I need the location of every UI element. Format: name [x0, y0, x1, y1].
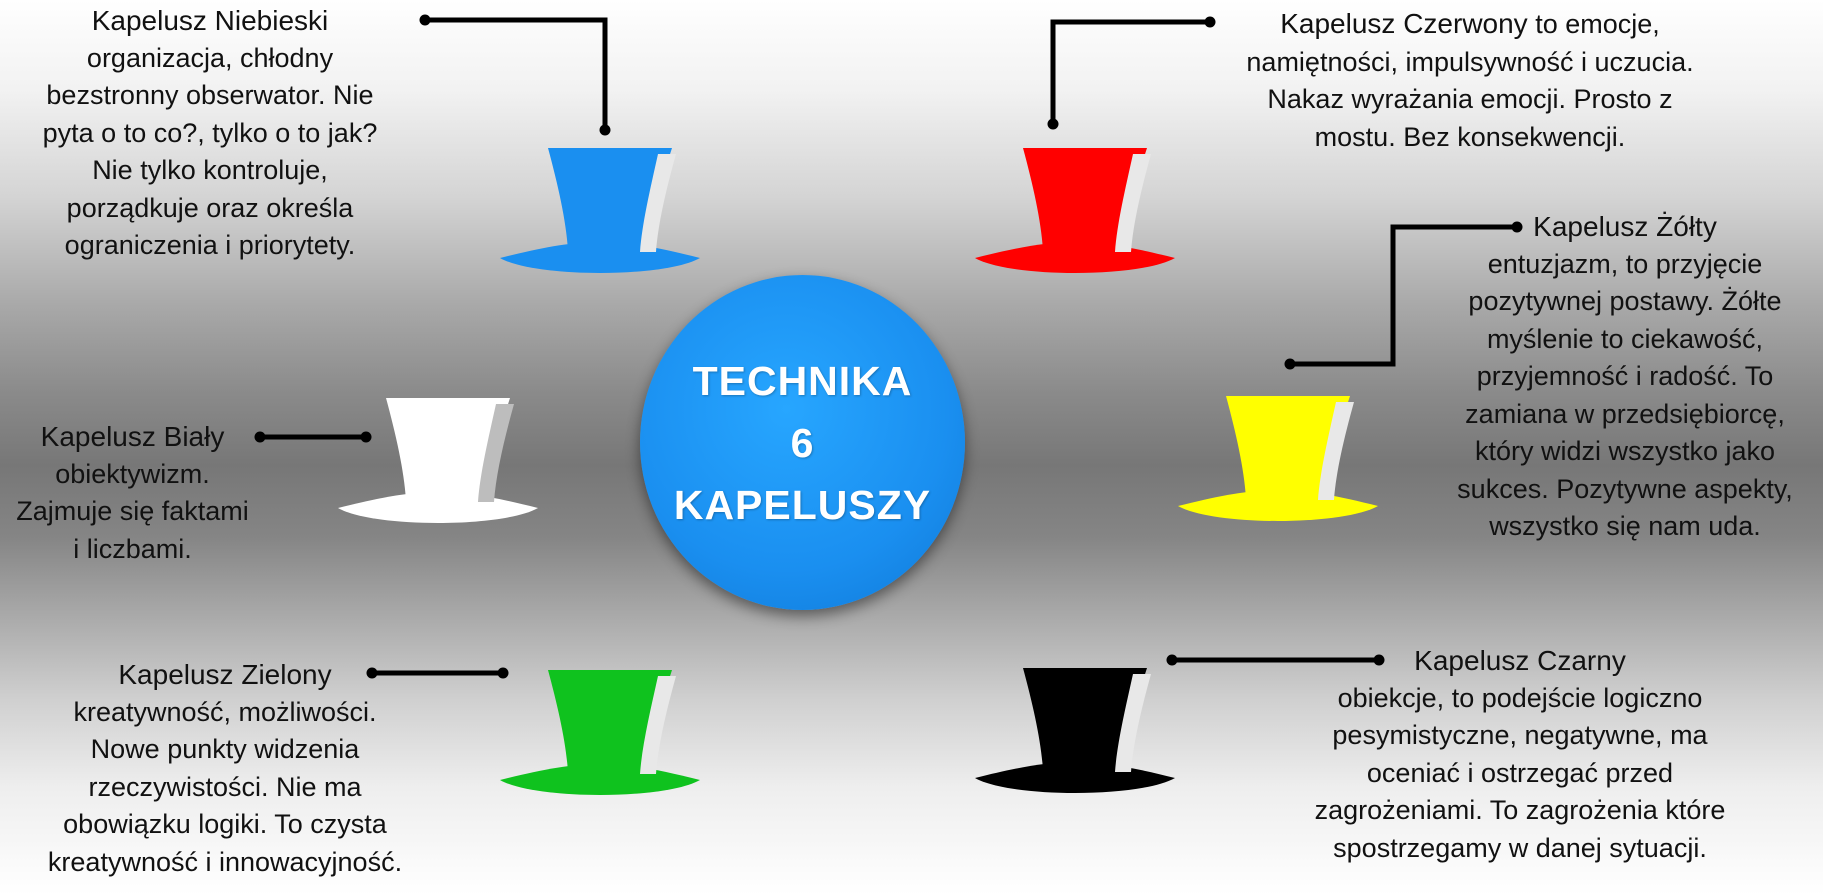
black-hat-icon [975, 660, 1175, 800]
white-hat-description: Kapelusz Biały obiektywizm. Zajmuje się … [0, 418, 265, 568]
green-hat-line: Nowe punkty widzenia [90, 734, 360, 764]
black-hat-line: obiekcje, to podejście logiczno [1337, 682, 1703, 713]
yellow-hat-line: przyjemność i radość. To [1476, 361, 1774, 391]
red-hat-title: Kapelusz Czerwony [1280, 8, 1528, 39]
white-hat-icon [338, 390, 538, 530]
yellow-hat-line: zamiana w przedsiębiorcę, [1465, 398, 1785, 429]
red-hat-icon [975, 140, 1175, 280]
green-hat-icon [500, 662, 700, 802]
blue-hat-line: ograniczenia i priorytety. [64, 230, 356, 260]
connector-red [1050, 19, 1210, 124]
yellow-hat-icon [1178, 388, 1378, 528]
yellow-hat-line: sukces. Pozytywne aspekty, [1457, 473, 1793, 504]
red-hat-description: Kapelusz Czerwony to emocje, namiętności… [1210, 5, 1730, 156]
yellow-hat-line: który widzi wszystko jako [1474, 436, 1776, 466]
center-title-line-3: KAPELUSZY [673, 481, 932, 528]
blue-hat-title: Kapelusz Niebieski [91, 5, 329, 36]
red-hat-line: Nakaz wyrażania emocji. Prosto z [1267, 84, 1673, 114]
blue-hat-line: bezstronny obserwator. Nie [46, 80, 374, 110]
black-hat-line: oceniać i ostrzegać przed [1366, 757, 1674, 788]
blue-hat-line: organizacja, chłodny [86, 42, 334, 73]
white-hat-title: Kapelusz Biały [40, 421, 225, 452]
yellow-hat-line: pozytywnej postawy. Żółte [1468, 286, 1782, 316]
black-hat-line: zagrożeniami. To zagrożenia które [1314, 795, 1726, 825]
center-title-line-1: TECHNIKA [692, 357, 913, 404]
red-hat-line: namiętności, impulsywność i uczucia. [1246, 46, 1694, 77]
connector-yellow [1290, 224, 1517, 367]
red-hat-title-suffix: to emocje, [1527, 9, 1660, 39]
blue-hat-line: porządkuje oraz określa [66, 192, 354, 223]
green-hat-title: Kapelusz Zielony [118, 659, 332, 690]
yellow-hat-title: Kapelusz Żółty [1533, 211, 1717, 242]
green-hat-line: rzeczywistości. Nie ma [88, 771, 362, 802]
green-hat-line: kreatywność, możliwości. [73, 696, 377, 727]
yellow-hat-line: wszystko się nam uda. [1489, 511, 1761, 541]
white-hat-line: obiektywizm. [55, 458, 210, 489]
center-title-line-2: 6 [790, 419, 815, 466]
connector-blue [425, 17, 608, 130]
blue-hat-line: Nie tylko kontroluje, [92, 155, 328, 185]
black-hat-description: Kapelusz Czarny obiekcje, to podejście l… [1280, 642, 1760, 867]
green-hat-line: obowiązku logiki. To czysta [63, 809, 387, 839]
black-hat-line: spostrzegamy w danej sytuacji. [1333, 832, 1707, 863]
white-hat-line: i liczbami. [73, 533, 192, 564]
green-hat-description: Kapelusz Zielony kreatywność, możliwości… [15, 656, 435, 881]
blue-hat-icon [500, 140, 700, 280]
blue-hat-description: Kapelusz Niebieski organizacja, chłodny … [10, 2, 410, 265]
yellow-hat-line: entuzjazm, to przyjęcie [1487, 248, 1763, 279]
blue-hat-line: pyta o to co?, tylko o to jak? [42, 117, 378, 148]
black-hat-title: Kapelusz Czarny [1414, 645, 1626, 676]
white-hat-line: Zajmuje się faktami [16, 496, 249, 526]
black-hat-line: pesymistyczne, negatywne, ma [1332, 720, 1708, 750]
center-title-circle: TECHNIKA 6 KAPELUSZY [640, 275, 965, 610]
yellow-hat-description: Kapelusz Żółty entuzjazm, to przyjęcie p… [1430, 208, 1820, 546]
green-hat-line: kreatywność i innowacyjność. [47, 846, 403, 877]
yellow-hat-line: myślenie to ciekawość, [1486, 323, 1764, 354]
red-hat-line: mostu. Bez konsekwencji. [1314, 121, 1626, 152]
